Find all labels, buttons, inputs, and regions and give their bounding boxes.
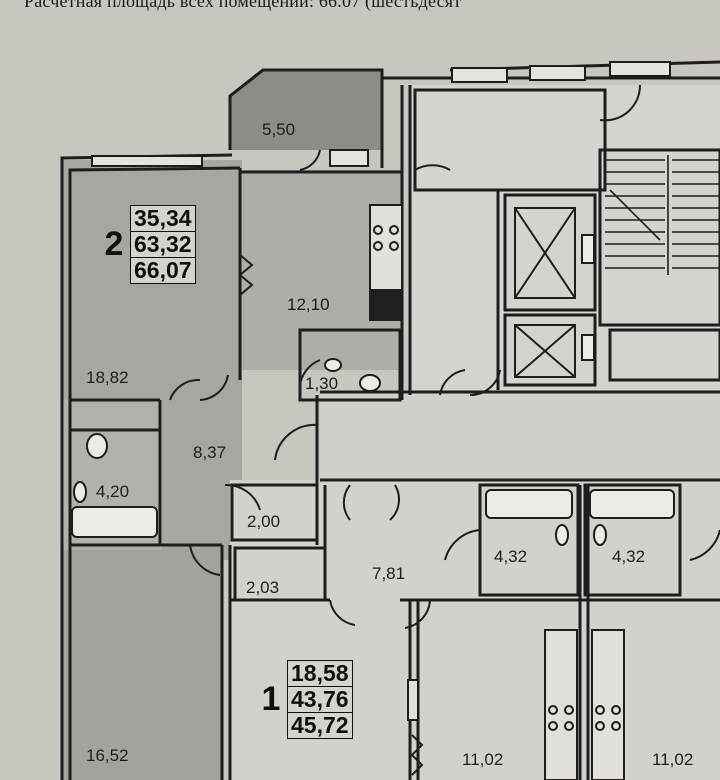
apt2-bedroom-shade [62, 545, 222, 780]
elevators [514, 207, 576, 378]
apt2-total-area: 63,32 [131, 232, 195, 258]
room-wc-2: 1,30 [305, 374, 339, 393]
doors [169, 84, 720, 629]
room-storage-1: 2,03 [246, 578, 280, 597]
stairs [605, 155, 720, 275]
apt2-calc-area: 66,07 [134, 257, 192, 283]
room-balcony: 5,50 [262, 120, 296, 139]
room-bath-1: 4,32 [494, 547, 528, 566]
apt1-area-values: 18,58 43,76 45,72 [287, 660, 353, 739]
header-text: Расчетная площадь всех помещений: 66.07 … [24, 0, 462, 11]
room-hall-2: 8,37 [193, 443, 227, 462]
room-bath-3: 4,32 [612, 547, 646, 566]
walls [60, 60, 720, 780]
balcony-shade [230, 70, 382, 150]
room-kitchen-2: 12,10 [287, 295, 330, 314]
apt1-calc-area: 45,72 [291, 712, 349, 738]
apt1-number: 1 [261, 680, 281, 718]
apt2-area-box: 2 35,34 63,32 66,07 [98, 205, 196, 284]
apt2-number: 2 [104, 225, 124, 263]
windows [91, 61, 671, 167]
apt1-total-area: 43,76 [288, 687, 352, 713]
kitchen-equipment [369, 204, 625, 780]
corridor-area [320, 390, 720, 480]
room-hall-1: 7,81 [372, 564, 406, 583]
room-living-2: 18,82 [86, 368, 129, 387]
room-kitchen-1: 11,02 [462, 750, 504, 769]
apt1-living-area: 18,58 [288, 661, 352, 687]
room-storage-2: 2,00 [247, 512, 281, 531]
partition-zigzag [238, 254, 424, 776]
sanitary-fixtures [71, 234, 675, 546]
core-area [410, 85, 720, 395]
room-bath-2: 4,20 [96, 482, 130, 501]
room-kitchen-3: 11,02 [652, 750, 694, 769]
apt2-living-area: 35,34 [131, 206, 195, 232]
apt1-area-box: 1 18,58 43,76 45,72 [255, 660, 353, 739]
room-bedroom-2: 16,52 [86, 746, 129, 765]
apt2-area-values: 35,34 63,32 66,07 [130, 205, 196, 284]
